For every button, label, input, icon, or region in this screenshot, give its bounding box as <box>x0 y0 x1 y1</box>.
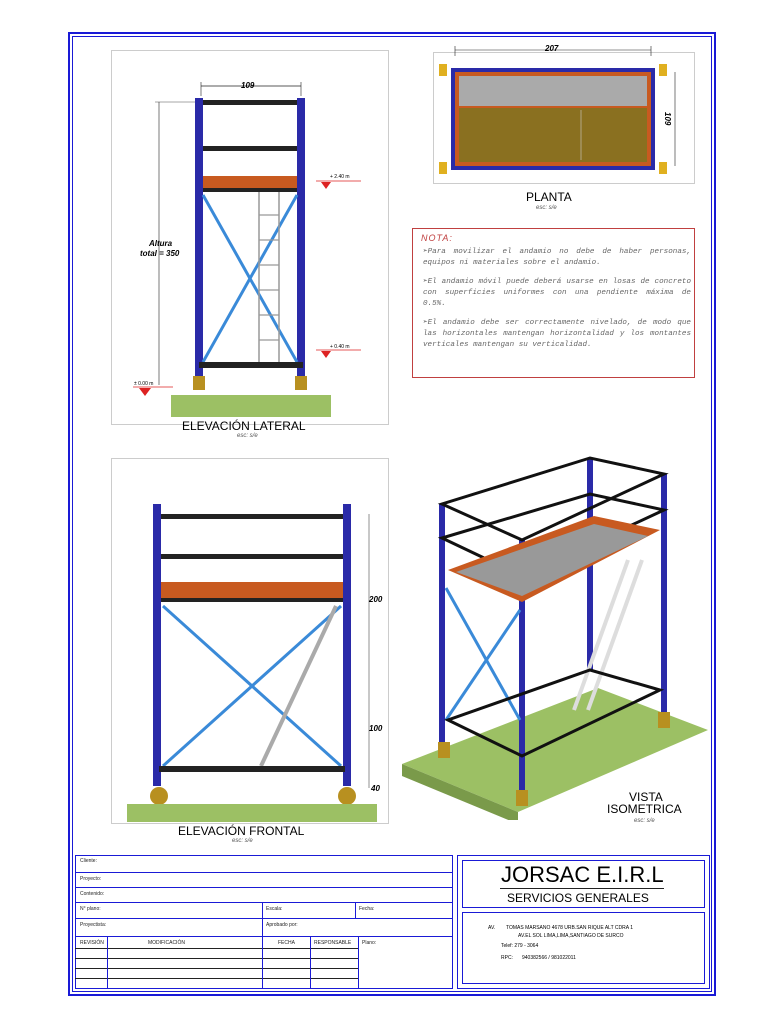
label-modificacion: MODIFICACIÓN <box>148 940 185 946</box>
frontal-dim-200: 200 <box>369 595 383 604</box>
lateral-level-2: + 0.40 m <box>330 344 350 350</box>
company-box <box>462 860 705 908</box>
label-contenido: Contenido: <box>80 891 105 897</box>
label-proyecto: Proyecto: <box>80 876 102 882</box>
frontal-title: ELEVACIÓN FRONTAL <box>178 824 305 838</box>
phone: Telef: 279 - 3064 <box>501 943 539 949</box>
iso-title-2: ISOMETRICA <box>607 802 682 816</box>
label-plano2: Plano: <box>362 940 377 946</box>
planta-width-dim: 109 <box>663 112 672 126</box>
frontal-view <box>111 458 389 824</box>
address-2: AV.EL SOL LIMA,LIMA,SANTIAGO DE SURCO <box>518 933 624 939</box>
lateral-title: ELEVACIÓN LATERAL <box>182 419 306 433</box>
frontal-drawing <box>127 504 377 822</box>
planta-title: PLANTA <box>526 190 572 204</box>
title-block-left <box>75 855 453 989</box>
rpc-label: RPC: <box>501 955 513 961</box>
label-fecha-col: FECHA <box>278 940 295 946</box>
planta-scale: esc: s/e <box>536 205 557 211</box>
lateral-height-label-1: Altura <box>149 239 173 248</box>
label-cliente: Cliente: <box>80 858 97 864</box>
address-1: TOMAS MARSANO 4678 URB.SAN RIQUE ALT CDR… <box>506 925 633 931</box>
nota-list: Para movilizar el andamio no debe de hab… <box>423 247 691 359</box>
lateral-height-label-2: total = 350 <box>140 249 180 258</box>
lateral-level-0: ± 0.00 m <box>134 381 154 387</box>
lateral-view <box>111 50 389 425</box>
company-name: JORSAC E.I.R.L <box>501 862 664 887</box>
frontal-scale: esc: s/e <box>232 838 253 844</box>
drawing-frame-outer <box>68 32 716 996</box>
nota-box: NOTA: Para movilizar el andamio no debe … <box>412 228 695 378</box>
label-responsable: RESPONSABLE <box>314 940 352 946</box>
lateral-drawing <box>133 82 361 417</box>
label-proyectista: Proyectista: <box>80 922 107 928</box>
nota-title: NOTA: <box>421 233 453 243</box>
isometric-drawing <box>402 456 708 820</box>
label-plano: N° plano: <box>80 906 101 912</box>
label-aprobado: Aprobado por: <box>266 922 298 928</box>
company-subtitle: SERVICIOS GENERALES <box>507 891 649 905</box>
planta-drawing <box>439 46 676 174</box>
address-box <box>462 912 705 984</box>
iso-scale: esc: s/e <box>634 818 655 824</box>
label-fecha: Fecha: <box>359 906 375 912</box>
label-revision: REVISIÓN <box>80 940 104 946</box>
frontal-dim-100: 100 <box>369 724 383 733</box>
nota-item: Para movilizar el andamio no debe de hab… <box>423 247 691 269</box>
iso-title-1: VISTA <box>629 790 663 804</box>
planta-length-dim: 207 <box>545 44 559 53</box>
drawing-frame-inner <box>72 36 712 992</box>
lateral-level-1: + 2.40 m <box>330 174 350 180</box>
rpc: 940382566 / 981022011 <box>522 955 576 961</box>
label-escala: Escala: <box>266 906 283 912</box>
nota-item: El andamio debe ser correctamente nivela… <box>423 318 691 351</box>
title-block-right <box>457 855 710 989</box>
lateral-scale: esc: s/e <box>237 433 258 439</box>
address-prefix: AV. <box>488 925 496 931</box>
lateral-width-dim: 109 <box>241 81 255 90</box>
frontal-dim-40: 40 <box>371 784 380 793</box>
nota-item: El andamio móvil puede deberá usarse en … <box>423 277 691 310</box>
planta-view <box>433 52 695 184</box>
